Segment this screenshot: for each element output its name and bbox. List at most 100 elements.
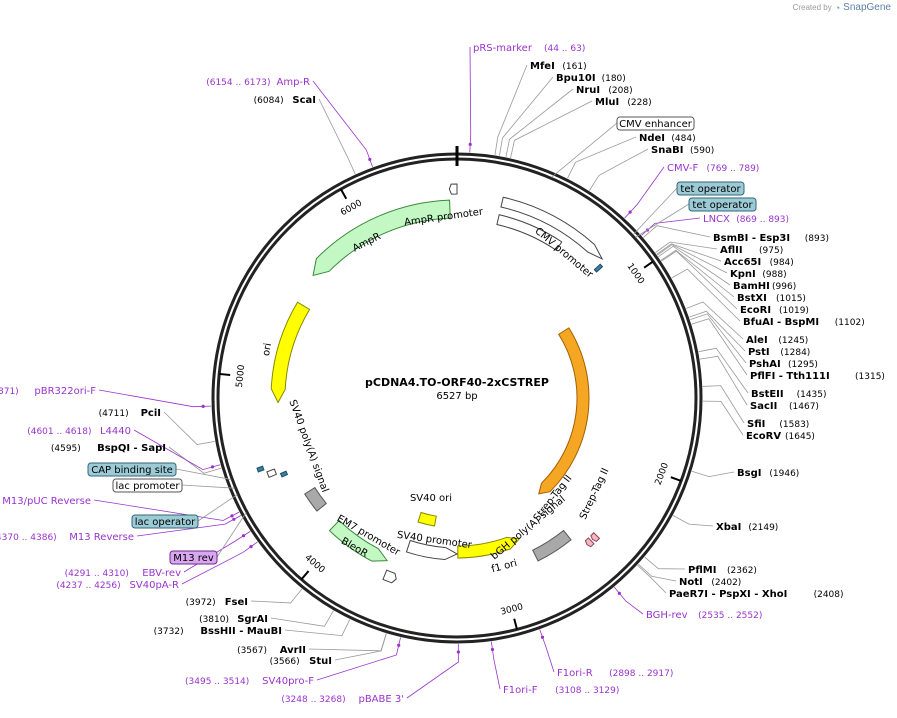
enzyme-name-sfii: SfiI (747, 419, 765, 430)
enzyme-leader-noti (638, 563, 677, 582)
primer-site-cmv-f: CMV-F(769 .. 789) (667, 163, 759, 174)
feature-cap-binding-site-13 (256, 465, 265, 473)
primer-site-bgh-rev: BGH-rev(2535 .. 2552) (646, 610, 762, 621)
enzyme-position-fsei: (3972) (186, 598, 216, 608)
enzyme-position-snabi: (590) (690, 146, 714, 156)
primer-site-pbabe-3: pBABE 3'(3248 .. 3268) (281, 694, 404, 705)
enzyme-position-ecori: (1019) (779, 306, 809, 316)
primer-leader-l4440 (133, 429, 221, 471)
primer-marker-pbabe-3 (456, 650, 460, 654)
enzyme-leader-snabi (588, 148, 649, 191)
enzyme-site-nrui: NruI (208) (576, 85, 633, 96)
boxed-label-lac-operator-5: lac operator (131, 494, 238, 529)
enzyme-name-mfei: MfeI (530, 61, 555, 72)
primer-name-sv40pa-r: SV40pA-R (130, 580, 179, 591)
enzyme-position-nrui: (208) (608, 86, 632, 96)
primer-marker-f1ori-f (490, 647, 495, 652)
boxed-label-leader (175, 468, 232, 480)
enzyme-position-acc65i: (984) (770, 258, 794, 268)
enzyme-site-bspqi-sapi: BspQI - SapI(4595) (51, 443, 166, 454)
primer-name-bgh-rev: BGH-rev (646, 610, 688, 621)
boxed-label-text: M13 rev (173, 553, 214, 564)
primer-name-m13-puc-reverse: M13/pUC Reverse (2, 496, 91, 507)
primer-site-m13-puc-reverse: M13/pUC Reverse(4383 .. 4405) (2, 496, 91, 507)
enzyme-site-scai: ScaI(6084) (254, 95, 316, 106)
feature-lac-promoter-12 (266, 468, 278, 479)
enzyme-leader-xbai (672, 515, 714, 527)
enzyme-name-avrii: AvrII (280, 645, 306, 656)
enzyme-position-mlui: (228) (627, 98, 651, 108)
boxed-label-text: lac promoter (116, 481, 181, 492)
feature-label-sv40-poly-a-signal-4: SV40 poly(A) signal (286, 398, 330, 494)
primer-leader-bgh-rev (613, 586, 644, 615)
enzyme-position-stui: (3566) (270, 657, 300, 667)
enzyme-leader-sacii (699, 355, 748, 406)
feature-sv40-ori-8 (417, 511, 437, 527)
enzyme-leader-bsmbi-esp3i (643, 225, 711, 238)
enzyme-leader-ecori (661, 250, 738, 310)
primer-leader-amp-r (312, 80, 373, 168)
feature-strep-tag-ii-3 (590, 532, 601, 543)
feature-label-sv40-ori-5: SV40 ori (410, 493, 452, 504)
enzyme-site-bsgi: BsgI(1946) (737, 468, 799, 479)
enzyme-position-psti: (1284) (780, 348, 810, 358)
primer-range-amp-r: (6154 .. 6173) (206, 78, 270, 88)
enzyme-name-nrui: NruI (576, 85, 600, 96)
enzyme-name-aflii: AflII (720, 245, 743, 256)
primer-leader-prs-marker (469, 46, 472, 153)
enzyme-leader-pflfi-tth111i (691, 318, 748, 376)
primer-name-ebv-rev: EBV-rev (142, 568, 181, 579)
enzyme-name-xbai: XbaI (716, 522, 741, 533)
primer-site-amp-r: Amp-R(6154 .. 6173) (206, 77, 310, 88)
primer-leader-lncx (641, 217, 701, 236)
primer-leader-sv40pa-r (181, 541, 258, 585)
enzyme-site-bamhi: BamHI(996) (733, 281, 796, 292)
primer-range-pbabe-3: (3248 .. 3268) (281, 695, 345, 705)
boxed-label-box (616, 116, 695, 131)
primer-range-pbr322ori-f: (4852 .. 4871) (0, 387, 19, 397)
primer-marker-l4440 (210, 465, 215, 469)
enzyme-site-pshai: PshAI(1295) (749, 359, 818, 370)
enzyme-name-fsei: FseI (225, 597, 248, 608)
enzyme-leader-fsei (250, 588, 303, 604)
enzyme-name-bsmbi-esp3i: BsmBI - Esp3I (713, 233, 790, 244)
primer-name-l4440: L4440 (100, 426, 131, 437)
primer-range-f1ori-r: (2898 .. 2917) (609, 669, 673, 679)
enzyme-position-bamhi: (996) (772, 282, 796, 292)
primer-range-sv40pro-f: (3495 .. 3514) (185, 677, 249, 687)
enzyme-leader-bpu10i (499, 76, 554, 156)
primer-range-m13-reverse: (4370 .. 4386) (0, 533, 57, 543)
site-labels: MfeI(161)Bpu10I(180)NruI(208)MluI(228)Nd… (0, 43, 885, 705)
primer-range-f1ori-f: (3108 .. 3129) (555, 686, 619, 696)
primer-name-m13-reverse: M13 Reverse (69, 532, 134, 543)
enzyme-position-bfuai-bspmi: (1102) (835, 318, 865, 328)
primer-leader-f1ori-f (490, 641, 501, 690)
enzyme-site-sacii: SacII(1467) (750, 401, 819, 412)
primer-leader-m13-reverse (136, 515, 242, 537)
tick-mark-5000 (219, 372, 231, 377)
enzyme-leader-bsgi (691, 470, 735, 478)
enzyme-name-bsgi: BsgI (737, 468, 761, 479)
feature-tet-operator-18 (593, 263, 604, 273)
feature-f1-ori-6 (457, 536, 521, 559)
tick-label-6000: 6000 (339, 198, 364, 218)
enzyme-site-kpni: KpnI(988) (730, 269, 787, 280)
boxed-label-leader (197, 494, 238, 522)
feature-lac-operator-14 (279, 470, 289, 478)
enzyme-position-bstxi: (1015) (776, 294, 806, 304)
enzyme-site-bstxi: BstXI(1015) (737, 293, 806, 304)
enzyme-site-paer7i-pspxi-xhoi: PaeR7I - PspXI - XhoI(2408) (669, 589, 844, 600)
boxed-label-text: tet operator (680, 184, 741, 195)
enzyme-name-bsshii-maubi: BssHII - MauBI (200, 626, 282, 637)
enzyme-name-pflfi-tth111i: PflFI - Tth111I (750, 371, 830, 382)
feature-sv40-poly-a-signal-11 (304, 486, 327, 512)
primer-site-sv40pro-f: SV40pro-F(3495 .. 3514) (185, 676, 314, 687)
feature-label-ori-3: ori (261, 342, 274, 357)
boxed-label-tet-operator-2: tet operator (635, 197, 757, 238)
enzyme-position-pcii: (4711) (99, 409, 129, 419)
primer-name-lncx: LNCX (703, 214, 730, 225)
tick-label-3000: 3000 (500, 602, 525, 617)
enzyme-site-bsshii-maubi: BssHII - MauBI(3732) (154, 626, 282, 637)
tick-mark-3000 (513, 618, 518, 630)
